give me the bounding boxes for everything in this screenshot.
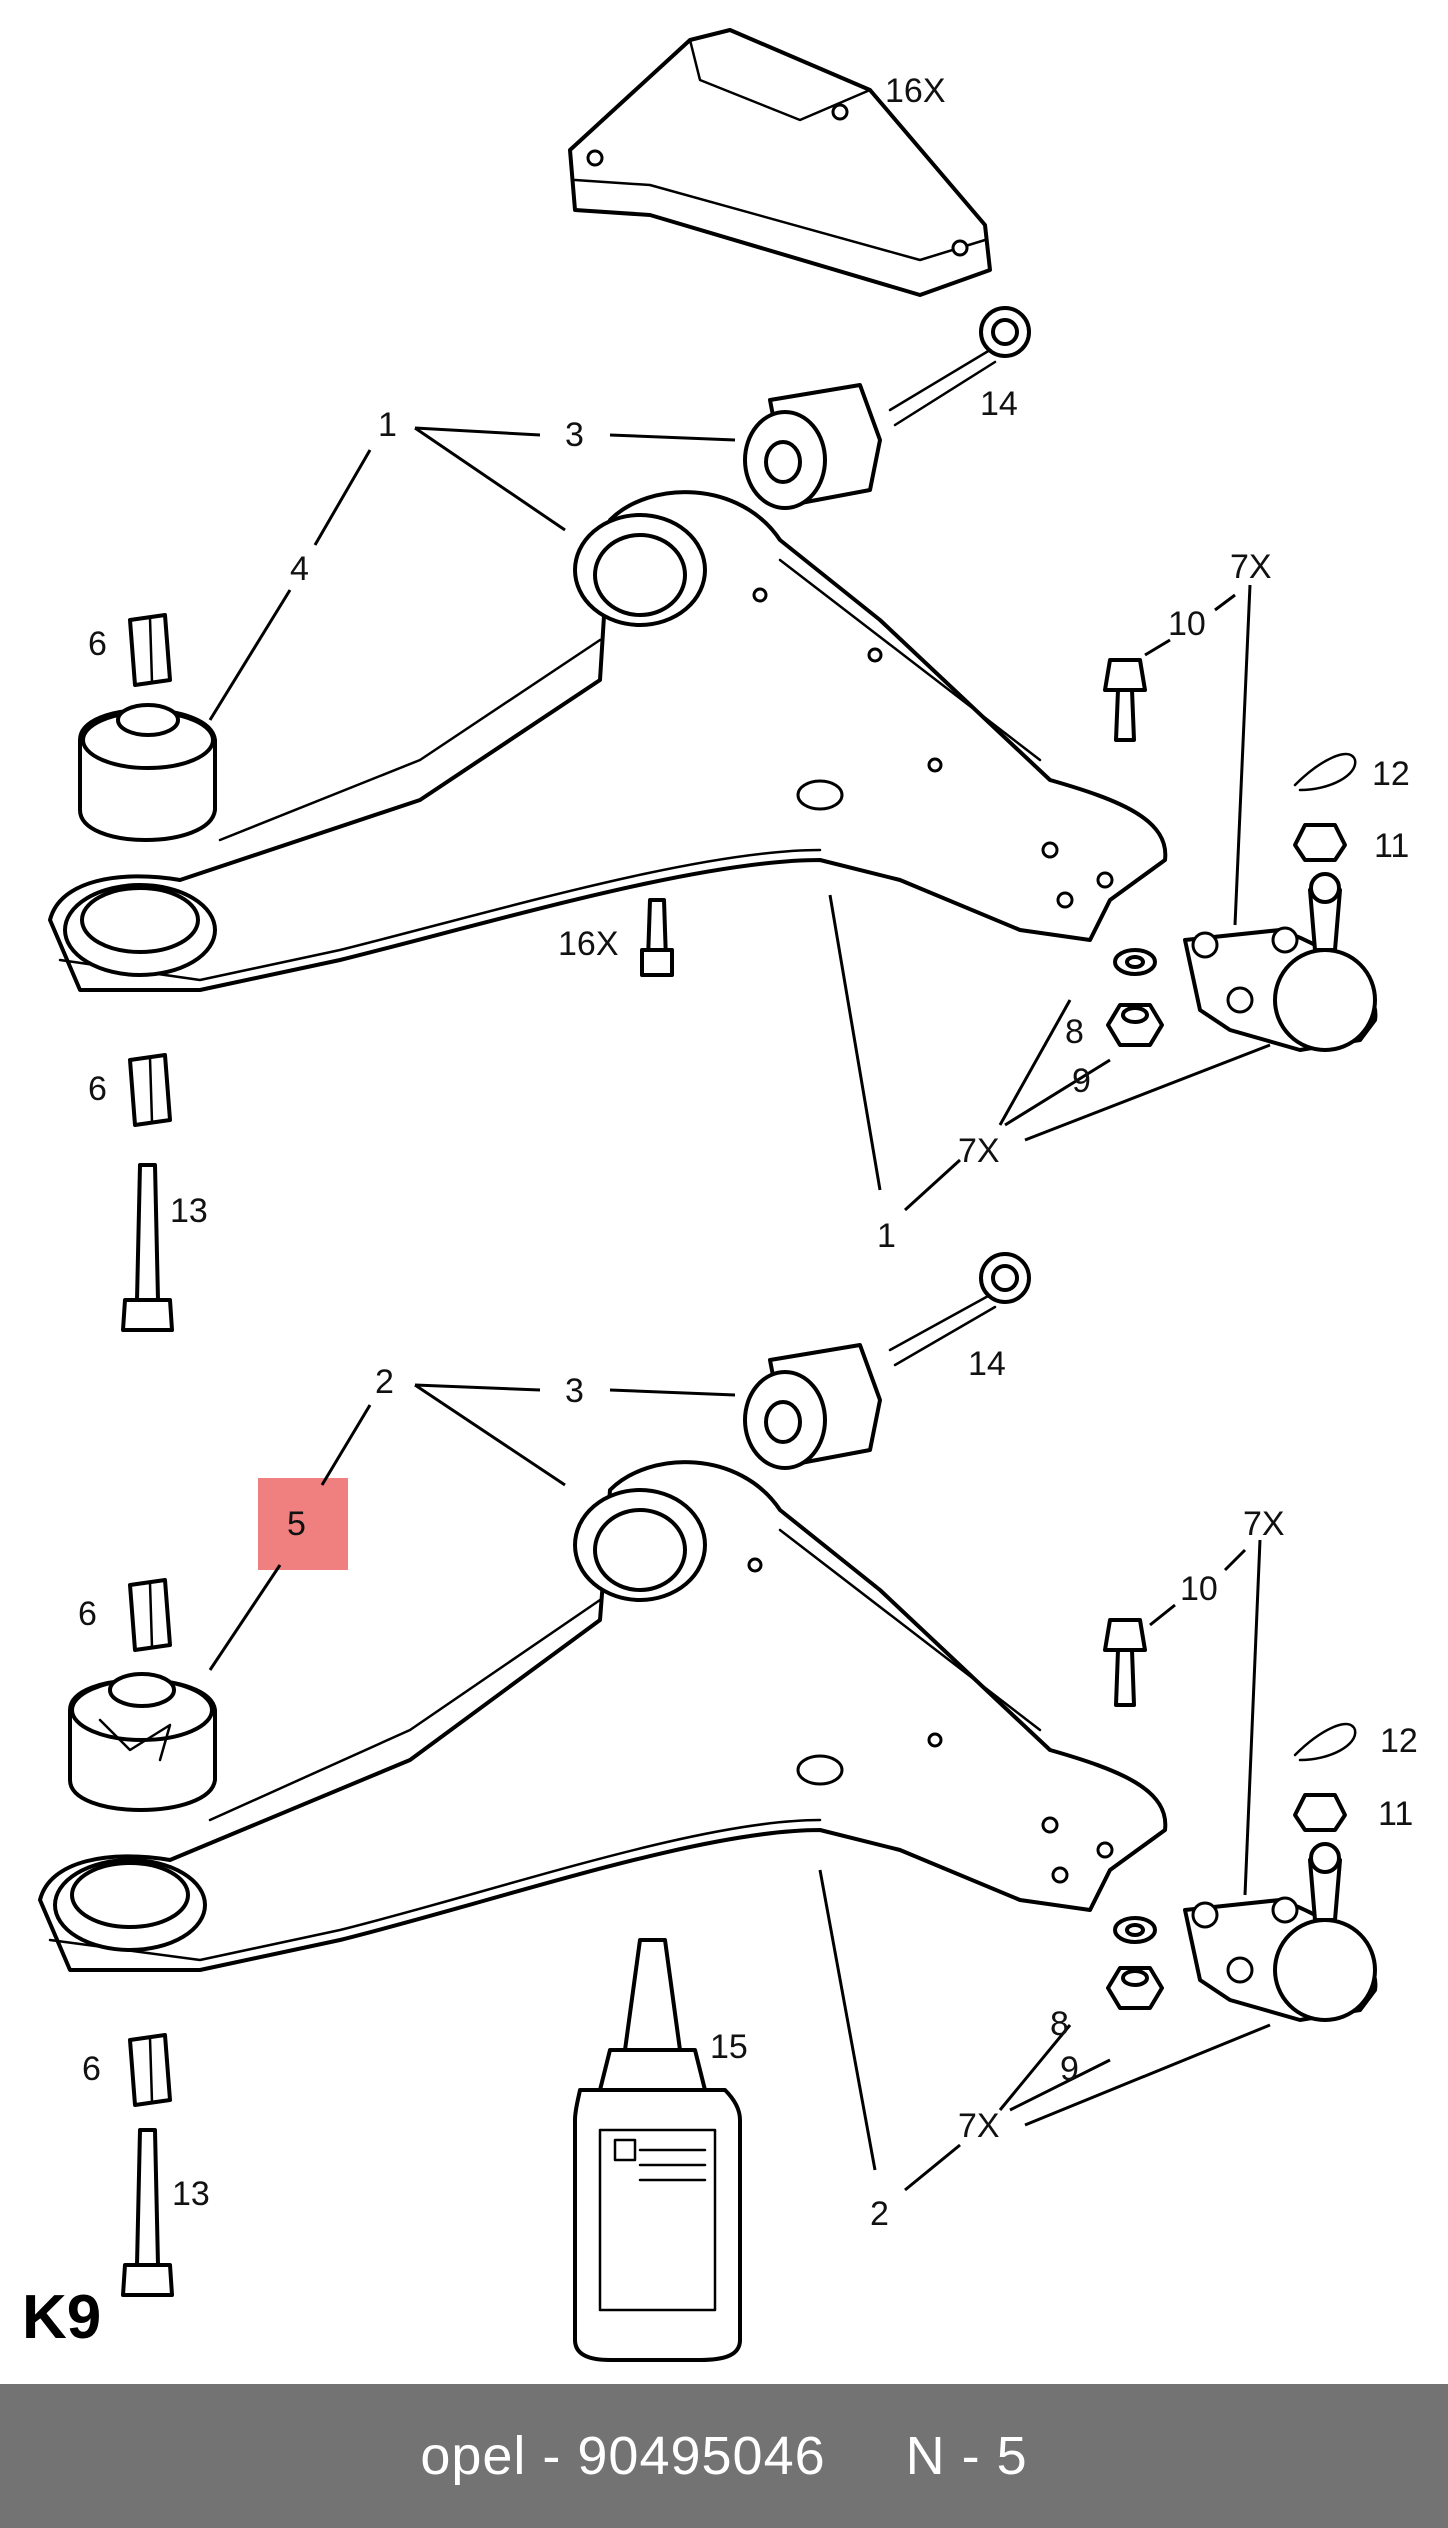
label-13-top: 13 bbox=[170, 1192, 208, 1230]
castle-nut-11-lower bbox=[1293, 1793, 1347, 1832]
label-16x-bolt: 16X bbox=[558, 925, 619, 963]
label-11-bottom: 11 bbox=[1378, 1795, 1413, 1833]
label-11-top: 11 bbox=[1374, 827, 1409, 865]
label-13-bottom: 13 bbox=[172, 2175, 210, 2213]
label-16x-cover: 16X bbox=[885, 72, 946, 110]
control-arm-1 bbox=[48, 490, 1168, 992]
suspension-parts-diagram: 16X 14 1 3 4 6 6 13 10 7X 12 11 16X 8 9 … bbox=[22, 28, 1418, 2362]
label-12-bottom: 12 bbox=[1380, 1722, 1418, 1760]
sleeve-6-lower-upper bbox=[128, 1578, 172, 1652]
bolt-16x bbox=[640, 898, 674, 977]
diagram-code: K9 bbox=[22, 2283, 101, 2352]
label-12-top: 12 bbox=[1372, 755, 1410, 793]
label-6-bottom-b: 6 bbox=[82, 2050, 101, 2088]
label-9-top: 9 bbox=[1072, 1062, 1091, 1100]
label-1-bottom: 1 bbox=[877, 1217, 896, 1255]
cotter-pin-12 bbox=[1293, 752, 1357, 792]
label-7x-top-lower: 7X bbox=[958, 1132, 1000, 1170]
label-1-top: 1 bbox=[378, 406, 397, 444]
nut-9 bbox=[1106, 1003, 1164, 1047]
label-10-bottom: 10 bbox=[1180, 1570, 1218, 1608]
label-4-top: 4 bbox=[290, 550, 309, 588]
label-7x-top-upper: 7X bbox=[1230, 548, 1272, 586]
label-2-bottom: 2 bbox=[870, 2195, 889, 2233]
footer-bar: opel - 90495046 N - 5 bbox=[0, 2384, 1448, 2528]
label-3-bottom: 3 bbox=[565, 1372, 584, 1410]
label-9-bottom: 9 bbox=[1060, 2050, 1079, 2088]
bolt-13 bbox=[121, 1163, 174, 1332]
bolt-10 bbox=[1103, 658, 1147, 742]
sleeve-6-lower bbox=[128, 1053, 172, 1127]
bolt-14 bbox=[888, 306, 1031, 427]
top-assembly bbox=[48, 28, 1378, 1332]
label-3-top: 3 bbox=[565, 416, 584, 454]
part-labels: 16X 14 1 3 4 6 6 13 10 7X 12 11 16X 8 9 … bbox=[78, 72, 1418, 2233]
sleeve-6-lower-lower bbox=[128, 2033, 172, 2107]
cotter-pin-12-lower bbox=[1293, 1722, 1357, 1762]
label-8-top: 8 bbox=[1065, 1013, 1084, 1051]
sleeve-6-upper bbox=[128, 613, 172, 687]
castle-nut-11 bbox=[1293, 823, 1347, 862]
label-6-bottom-a: 6 bbox=[78, 1595, 97, 1633]
label-14-bottom: 14 bbox=[968, 1345, 1006, 1383]
grease-bottle-15 bbox=[573, 1938, 742, 2362]
bolt-13-lower bbox=[121, 2128, 174, 2297]
bushing-4 bbox=[78, 703, 217, 842]
bottom-assembly bbox=[38, 1252, 1378, 2362]
ball-joint-lower bbox=[1183, 1842, 1378, 2022]
nut-9-lower bbox=[1106, 1966, 1164, 2010]
bolt-10-lower bbox=[1103, 1618, 1147, 1707]
label-5-highlighted: 5 bbox=[287, 1505, 306, 1543]
bushing-3 bbox=[743, 383, 882, 510]
bolt-14-lower bbox=[888, 1252, 1031, 1367]
footer-part-number: opel - 90495046 N - 5 bbox=[420, 2426, 1028, 2486]
control-arm-2 bbox=[38, 1460, 1168, 1972]
bushing-5 bbox=[68, 1672, 217, 1812]
bushing-3-lower bbox=[743, 1343, 882, 1470]
label-14-top: 14 bbox=[980, 385, 1018, 423]
washer-8-lower bbox=[1113, 1916, 1157, 1944]
label-10-top: 10 bbox=[1168, 605, 1206, 643]
washer-8 bbox=[1113, 948, 1157, 976]
label-6-top-b: 6 bbox=[88, 1070, 107, 1108]
ball-joint bbox=[1183, 872, 1378, 1052]
label-15: 15 bbox=[710, 2028, 748, 2066]
label-7x-bottom-upper: 7X bbox=[1243, 1505, 1285, 1543]
highlight-part-5 bbox=[258, 1478, 348, 1570]
cover-plate-16x bbox=[568, 28, 992, 297]
label-6-top-a: 6 bbox=[88, 625, 107, 663]
label-2-top: 2 bbox=[375, 1363, 394, 1401]
label-8-bottom: 8 bbox=[1050, 2005, 1069, 2043]
label-7x-bottom-lower: 7X bbox=[958, 2107, 1000, 2145]
